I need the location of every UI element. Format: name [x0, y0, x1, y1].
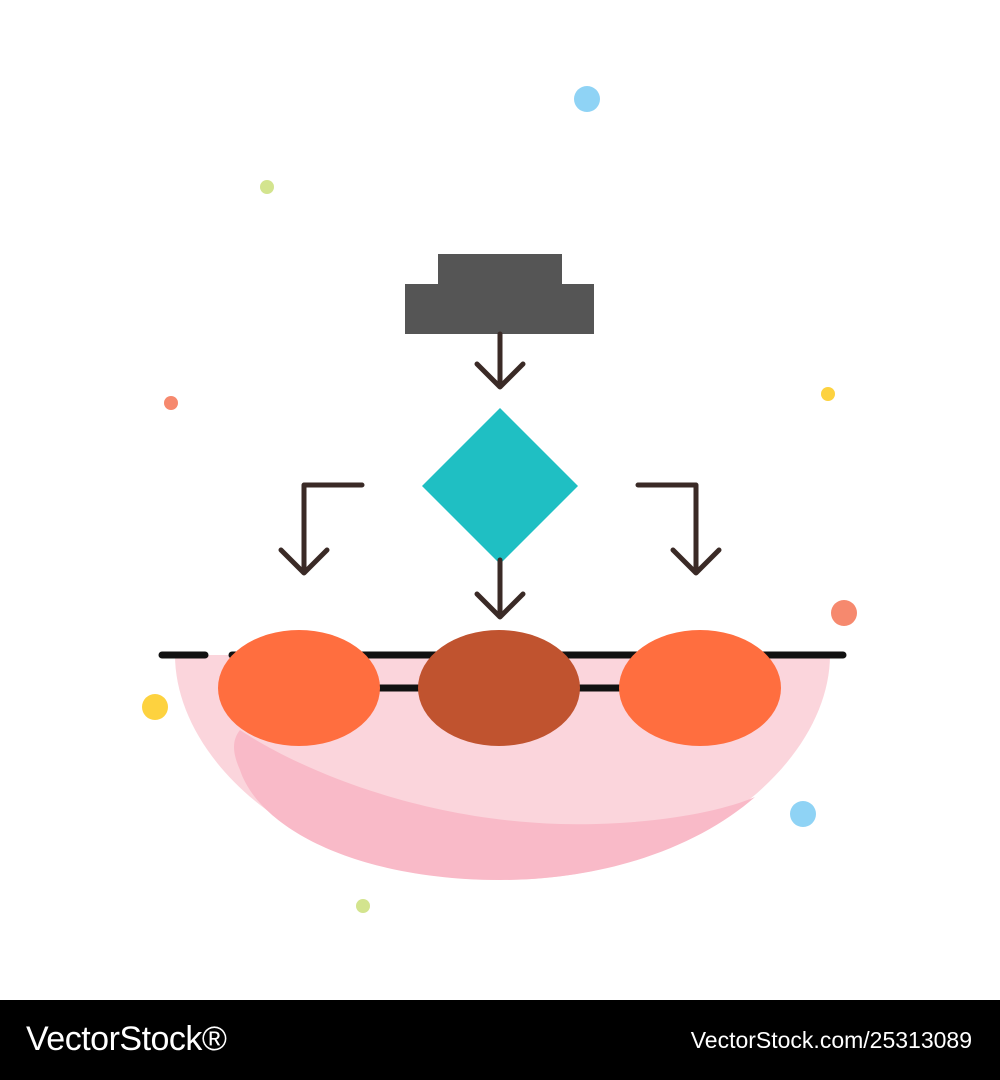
arrow-center-down: [474, 557, 526, 620]
decor-dot-yellow: [142, 694, 168, 720]
arrow-top-down: [474, 331, 526, 390]
arrow-right-branch: [635, 482, 722, 576]
decor-dot-green: [356, 899, 370, 913]
watermark-footer: VectorStock® VectorStock.com/25313089: [0, 1000, 1000, 1080]
decor-dot-orange: [164, 396, 178, 410]
arrow-left-branch: [278, 482, 365, 576]
flowchart-illustration: [142, 86, 857, 913]
node-left: [218, 630, 380, 746]
decor-dot-yellow: [821, 387, 835, 401]
decor-dot-blue: [790, 801, 816, 827]
process-block-base: [405, 284, 594, 334]
decision-diamond: [422, 408, 578, 564]
brand-logo-text: VectorStock®: [26, 1020, 227, 1058]
decor-dot-orange: [831, 600, 857, 626]
bowl-shade: [234, 730, 755, 880]
stock-image-id: VectorStock.com/25313089: [690, 1027, 972, 1053]
process-block-top: [438, 254, 562, 286]
decor-dot-blue: [574, 86, 600, 112]
node-right: [619, 630, 781, 746]
node-center: [418, 630, 580, 746]
decor-dot-green: [260, 180, 274, 194]
